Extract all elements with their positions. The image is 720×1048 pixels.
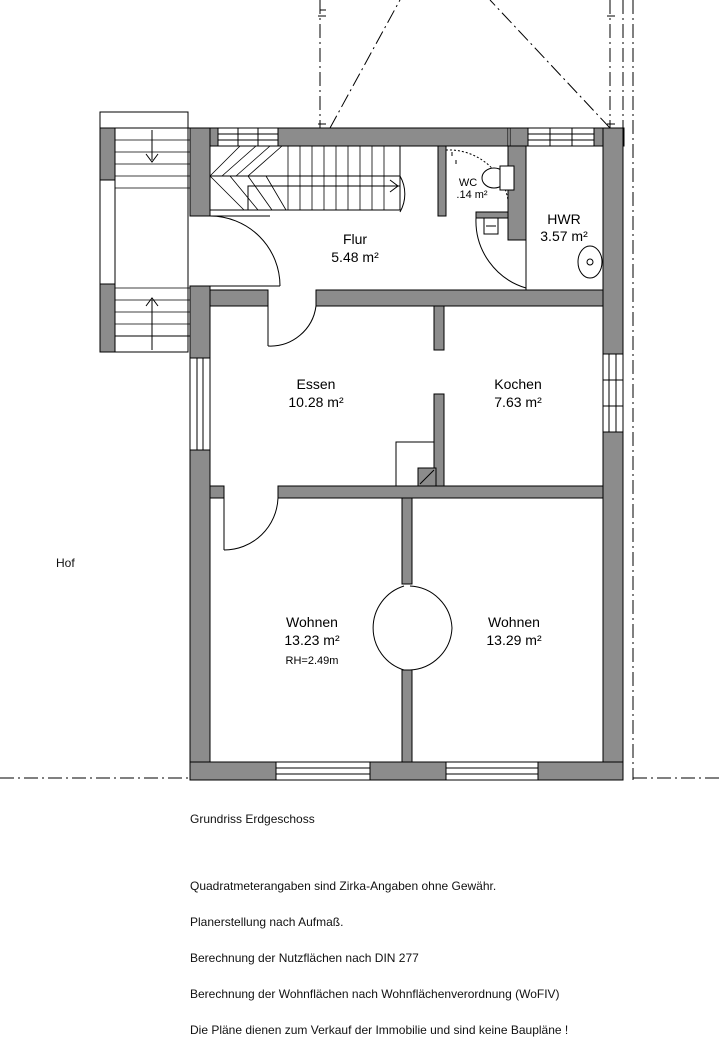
room-name-wohnen-right: Wohnen	[488, 614, 540, 630]
room-area-wc: .14 m²	[456, 189, 488, 201]
room-name-wohnen-left: Wohnen	[286, 614, 338, 630]
indoor-stairs	[209, 145, 401, 211]
note-line: Berechnung der Wohnflächen nach Wohnfläc…	[190, 987, 560, 1001]
stair-wall	[99, 127, 116, 181]
fixtures	[451, 152, 603, 279]
windows	[189, 127, 624, 781]
room-area-flur: 5.48 m²	[331, 249, 379, 265]
room-area-essen: 10.28 m²	[288, 394, 344, 410]
note-line: Berechnung der Nutzflächen nach DIN 277	[190, 951, 419, 965]
disclaimer-notes: Quadratmeterangaben sind Zirka-Angaben o…	[190, 856, 568, 1048]
stair-wall	[99, 283, 116, 353]
roof-outline	[0, 0, 720, 780]
room-area-kochen: 7.63 m²	[494, 394, 542, 410]
room-name-hwr: HWR	[547, 211, 580, 227]
plan-title: Grundriss Erdgeschoss	[190, 812, 315, 826]
note-line: Quadratmeterangaben sind Zirka-Angaben o…	[190, 879, 497, 893]
walls	[189, 127, 625, 781]
room-height-note: RH=2.49m	[286, 655, 339, 667]
room-name-wc: WC	[459, 177, 477, 189]
room-area-wohnen-left: 13.23 m²	[284, 632, 340, 648]
room-area-hwr: 3.57 m²	[540, 228, 588, 244]
site-label: Hof	[56, 556, 75, 570]
doors	[190, 149, 527, 671]
room-name-flur: Flur	[343, 231, 367, 247]
room-name-essen: Essen	[297, 376, 336, 392]
floor-plan: Flur 5.48 m² WC .14 m² HWR 3.57 m² Essen…	[0, 0, 720, 781]
room-name-kochen: Kochen	[494, 376, 541, 392]
room-area-wohnen-right: 13.29 m²	[486, 632, 542, 648]
note-line: Die Pläne dienen zum Verkauf der Immobil…	[190, 1023, 569, 1037]
room-labels: Flur 5.48 m² WC .14 m² HWR 3.57 m² Essen…	[284, 177, 588, 667]
note-line: Planerstellung nach Aufmaß.	[190, 915, 344, 929]
